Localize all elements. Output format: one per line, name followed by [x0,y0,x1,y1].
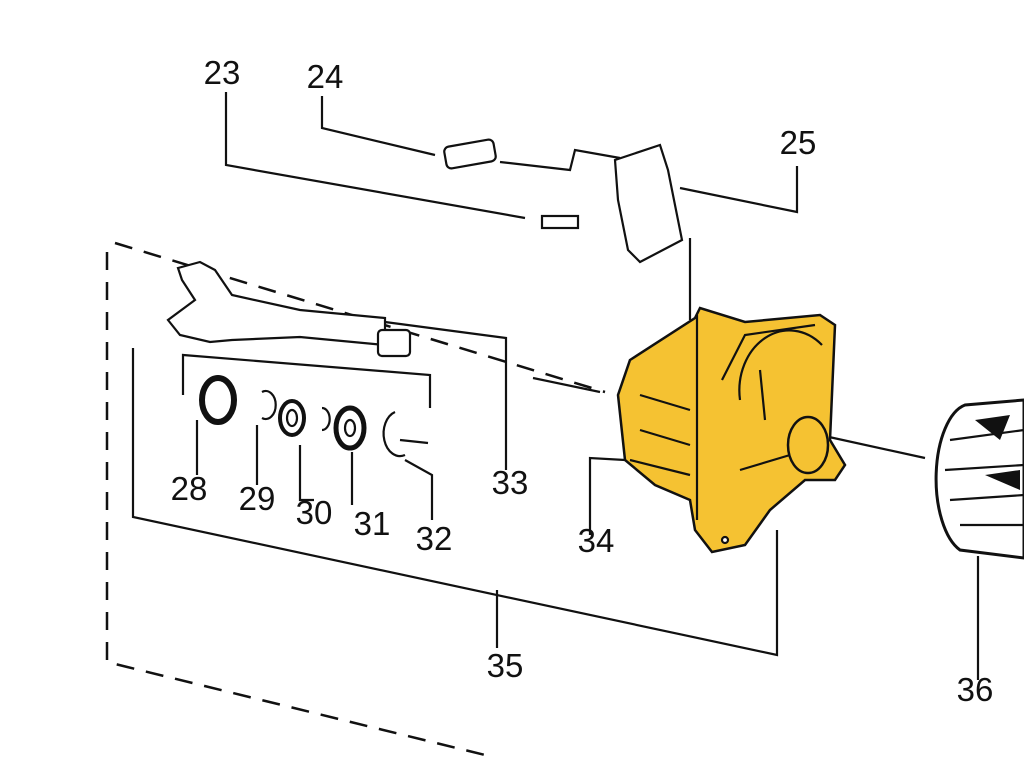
part-shaft [166,260,412,358]
leader-lines [131,92,980,680]
part-23-spring [540,214,580,230]
callout-31: 31 [354,505,391,542]
housing-34 [616,306,847,554]
callout-35: 35 [487,647,524,684]
bearing-31 [321,405,367,451]
part-24-clip [443,138,497,170]
callout-30: 30 [296,494,333,531]
drum-36 [934,398,1024,560]
callout-25: 25 [780,124,817,161]
seal-28 [199,375,237,425]
ring-32 [382,410,406,458]
bearing-30 [278,399,306,437]
part-25-lever [613,143,684,264]
callout-34: 34 [578,522,615,559]
callout-28: 28 [171,470,208,507]
callout-29: 29 [239,480,276,517]
callout-36: 36 [957,671,994,708]
callout-24: 24 [307,58,344,95]
callout-32: 32 [416,520,453,557]
callout-23: 23 [204,54,241,91]
callout-33: 33 [492,464,529,501]
ring-29 [261,389,277,421]
